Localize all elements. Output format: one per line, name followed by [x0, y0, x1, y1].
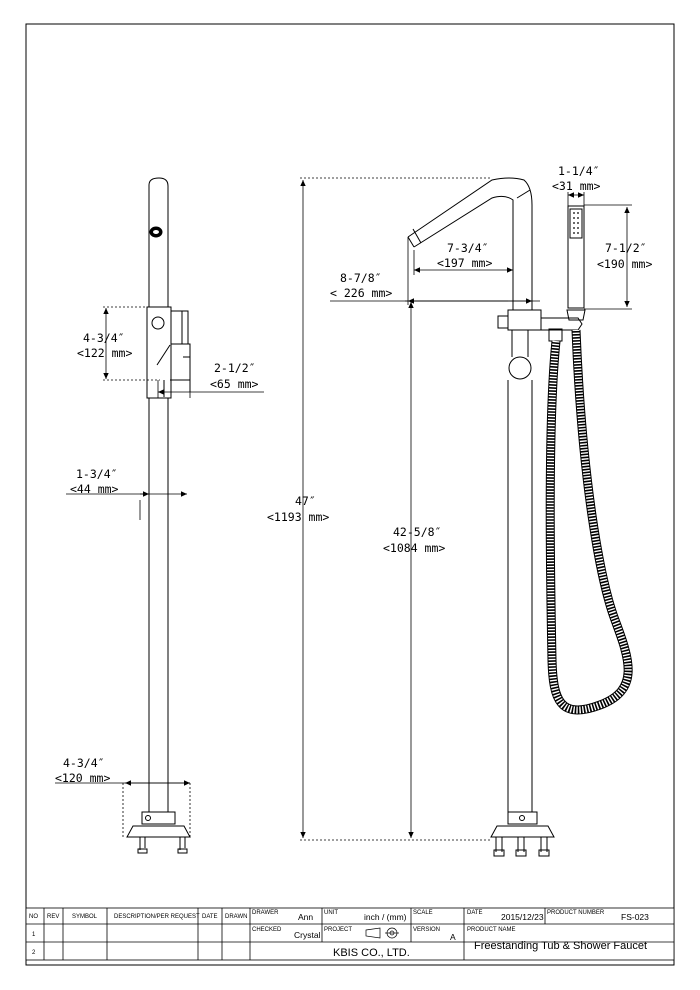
sheet-border	[25, 23, 675, 966]
dim-spout-length-metric: <197 mm>	[437, 256, 492, 270]
dim-side-handle-depth-imperial: 2-1/2″	[214, 361, 256, 375]
dim-side-base-width-imperial: 4-3/4″	[63, 756, 105, 770]
tb-header-drawn: DRAWN	[225, 914, 247, 920]
dim-spout-reach-metric: < 226 mm>	[330, 286, 392, 300]
front-view-drawing	[407, 177, 586, 857]
dim-spout-reach-imperial: 8-7/8″	[340, 271, 382, 285]
dim-handshower-length-metric: <190 mm>	[597, 257, 652, 271]
tb-unit-label: UNIT	[324, 910, 338, 916]
dim-body-height-imperial: 42-5/8″	[393, 525, 441, 539]
shower-hose	[545, 329, 633, 715]
tb-project-label: PROJECT	[324, 927, 352, 933]
title-block	[25, 907, 675, 961]
tb-date-label: DATE	[467, 910, 483, 916]
dim-handshower-width-imperial: 1-1/4″	[558, 164, 600, 178]
tb-header-date: DATE	[202, 914, 218, 920]
tb-header-symbol: SYMBOL	[72, 914, 98, 920]
tb-company-name: KBIS CO., LTD.	[333, 947, 410, 959]
tb-version-value: A	[450, 932, 456, 942]
tb-drawer-value: Ann	[298, 912, 313, 922]
tb-drawer-label: DRAWER	[252, 910, 279, 916]
dim-spout-length-imperial: 7-3/4″	[447, 241, 489, 255]
tb-product-number-value: FS-023	[621, 912, 649, 922]
dim-side-handle-depth-metric: <65 mm>	[210, 377, 259, 391]
tb-product-number-label: PRODUCT NUMBER	[547, 910, 605, 916]
dim-total-height-metric: <1193 mm>	[267, 510, 329, 524]
tb-row-2-number: 2	[32, 950, 36, 956]
tb-header-no: NO	[29, 914, 38, 920]
dim-handshower-length-imperial: 7-1/2″	[605, 241, 647, 255]
dim-body-height-metric: <1084 mm>	[383, 541, 445, 555]
tb-row-1-number: 1	[32, 932, 36, 938]
dim-total-height-imperial: 47″	[295, 494, 316, 508]
side-dimension-lines	[55, 306, 264, 837]
dim-side-body-width-metric: <44 mm>	[70, 482, 119, 496]
front-dimension-lines	[300, 177, 632, 841]
dim-side-base-width-metric: <120 mm>	[55, 771, 110, 785]
dim-side-handle-height-metric: <122 mm>	[77, 346, 132, 360]
projection-symbol-icon	[365, 927, 399, 939]
tb-date-value: 2015/12/23	[501, 912, 544, 922]
tb-checked-value: Crystal	[294, 930, 321, 940]
tb-header-description: DESCRIPTION/PER REQUEST	[114, 914, 200, 920]
dim-handshower-width-metric: <31 mm>	[552, 179, 601, 193]
tb-scale-label: SCALE	[413, 910, 433, 916]
dim-side-body-width-imperial: 1-3/4″	[76, 467, 118, 481]
handshower-spray-dots	[573, 212, 579, 234]
side-view-drawing	[126, 177, 191, 854]
tb-version-label: VERSION	[413, 927, 440, 933]
dim-side-handle-height-imperial: 4-3/4″	[83, 331, 125, 345]
tb-checked-label: CHECKED	[252, 927, 282, 933]
tb-unit-value: inch / (mm)	[364, 912, 407, 922]
tb-product-name-label: PRODUCT NAME	[467, 927, 516, 933]
tb-product-name-value: Freestanding Tub & Shower Faucet	[474, 940, 647, 952]
tb-header-rev: REV	[47, 914, 59, 920]
